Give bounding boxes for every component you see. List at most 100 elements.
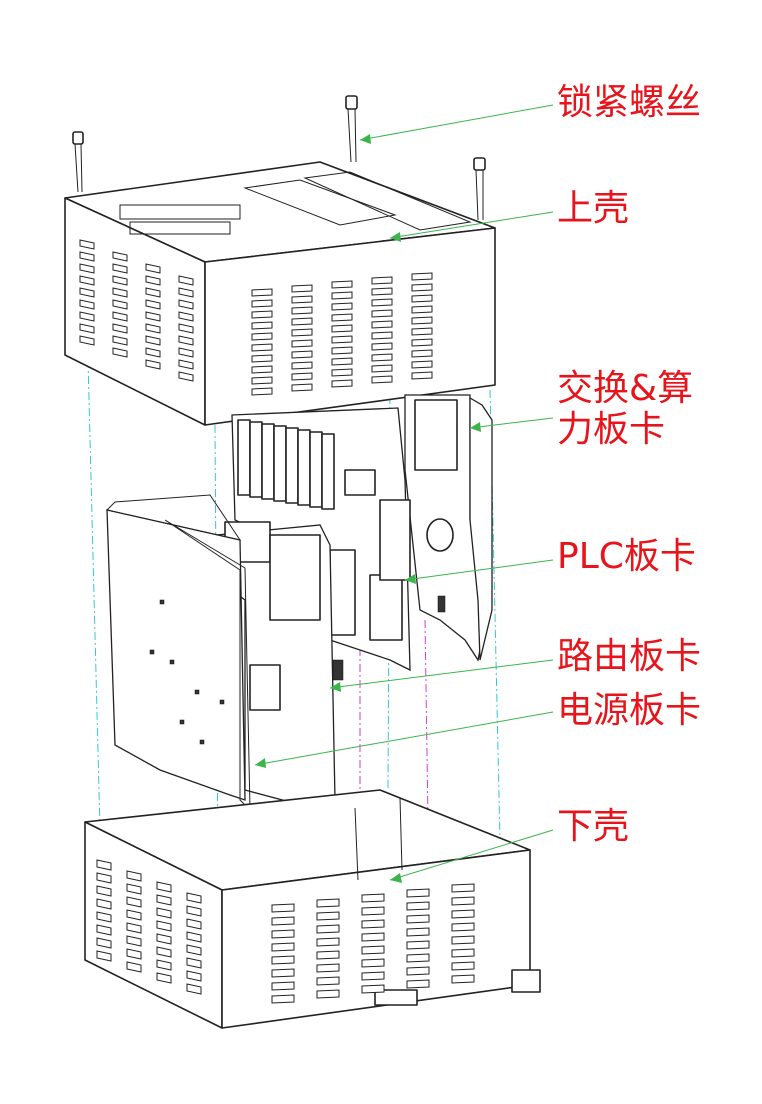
vent-slot	[331, 368, 353, 377]
screw	[473, 157, 486, 221]
component	[159, 599, 165, 605]
vent-slot	[178, 359, 194, 370]
vent-slot	[251, 321, 273, 330]
relay	[297, 429, 311, 506]
vent-slot	[186, 970, 202, 982]
vent-slot	[291, 295, 313, 304]
vent-slot	[271, 916, 295, 926]
mount-tab	[511, 969, 541, 993]
vent-slot	[112, 335, 128, 346]
vent-slot	[96, 924, 112, 936]
upper-shell	[64, 161, 496, 426]
relay	[273, 425, 287, 502]
vent-slot	[406, 953, 430, 963]
vent-slot	[331, 291, 353, 300]
vent-slot	[251, 365, 273, 374]
vent-slot	[178, 299, 194, 310]
vent-slot	[451, 909, 475, 919]
vent-slot	[291, 361, 313, 370]
leader-lock-screws	[359, 104, 554, 141]
vent-slot	[291, 317, 313, 326]
vent-slot	[371, 298, 393, 307]
vent-slot	[145, 323, 161, 334]
component	[194, 689, 200, 695]
vent-slot	[145, 287, 161, 298]
component	[437, 595, 446, 613]
vent-slot	[156, 881, 172, 893]
vent-slot	[331, 313, 353, 322]
vent-slot	[371, 276, 393, 285]
vent-slot	[316, 989, 340, 999]
vent-slot	[79, 311, 95, 322]
clip	[374, 989, 418, 1006]
component	[149, 649, 155, 655]
vent-slot	[145, 359, 161, 370]
guide-line	[424, 619, 429, 821]
leader-plc-card	[404, 559, 554, 581]
screw	[72, 131, 84, 193]
router-board	[163, 521, 344, 811]
vent-slot	[331, 302, 353, 311]
vent-slot	[251, 288, 273, 297]
leader-lines	[254, 104, 554, 883]
vent-slot	[451, 961, 475, 971]
vent-slot	[126, 896, 142, 908]
vent-slot	[186, 944, 202, 956]
vent-slot	[251, 354, 273, 363]
component	[219, 699, 225, 705]
vent-slot	[112, 347, 128, 358]
relay	[285, 427, 299, 504]
vent-slot	[406, 966, 430, 976]
vent-slot	[411, 338, 433, 347]
component	[332, 659, 344, 681]
vent-slot	[371, 331, 393, 340]
vent-slot	[371, 287, 393, 296]
vent-slot	[145, 299, 161, 310]
vent-slot	[406, 901, 430, 911]
vent-slot	[331, 357, 353, 366]
relay	[237, 419, 251, 496]
vent-slot	[178, 347, 194, 358]
vent-slot	[251, 376, 273, 385]
heatsink	[414, 399, 458, 471]
vent-slot	[371, 375, 393, 384]
relay	[249, 421, 263, 498]
vent-slot	[178, 311, 194, 322]
vent-slot	[156, 894, 172, 906]
vent-slot	[156, 972, 172, 984]
vent-slot	[331, 379, 353, 388]
terminal-block	[379, 499, 411, 581]
vent-slot	[361, 984, 385, 994]
vent-slot	[156, 920, 172, 932]
vent-slot	[96, 859, 112, 871]
vent-slot	[331, 324, 353, 333]
label-plc-card: PLC板卡	[557, 536, 696, 577]
leader-lower-shell	[389, 829, 554, 881]
vent-slot	[451, 896, 475, 906]
vent-slot	[251, 332, 273, 341]
vent-slot	[145, 335, 161, 346]
vent-slot	[291, 350, 313, 359]
vent-slot	[96, 898, 112, 910]
vent-slot	[316, 963, 340, 973]
vent-slot	[156, 959, 172, 971]
vent-slot	[79, 299, 95, 310]
vent-slot	[79, 335, 95, 346]
vent-slot	[361, 919, 385, 929]
vent-slot	[316, 976, 340, 986]
vent-slot	[271, 981, 295, 991]
vent-slot	[451, 974, 475, 984]
label-lower-shell: 下壳	[557, 806, 630, 847]
leader-switch-card	[469, 417, 554, 429]
vent-slot	[411, 316, 433, 325]
vent-slot	[361, 958, 385, 968]
vent-slot	[291, 306, 313, 315]
vent-slot	[271, 968, 295, 978]
vent-slot	[451, 948, 475, 958]
vent-slot	[406, 914, 430, 924]
vent-slot	[145, 347, 161, 358]
vent-slot	[178, 287, 194, 298]
vent-slot	[186, 918, 202, 930]
vent-slot	[186, 957, 202, 969]
